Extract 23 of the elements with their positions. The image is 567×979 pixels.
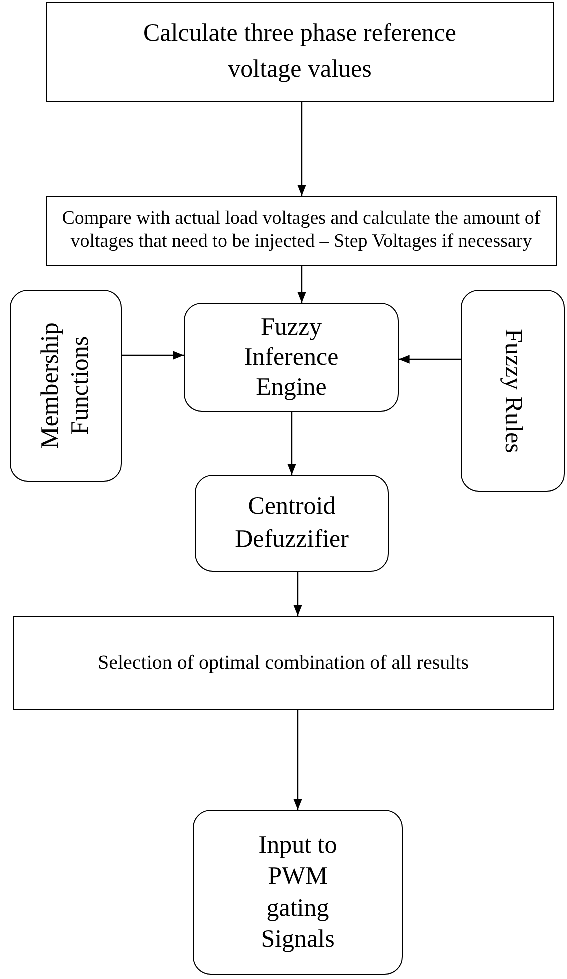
rounded-box: [10, 290, 122, 482]
process-box: [13, 616, 554, 710]
rounded-box: [195, 475, 389, 572]
box-label: Fuzzy Rules: [499, 328, 528, 454]
process-box: [46, 196, 557, 266]
arrow: [122, 351, 184, 360]
arrow: [298, 102, 306, 196]
box-label: Calculate three phase reference voltage values: [142, 18, 458, 85]
box-label: Compare with actual load voltages and calculate the amount of voltages that need to be injected – Step Voltages if necessary: [61, 208, 542, 254]
arrow: [399, 355, 461, 364]
rounded-box: [193, 810, 403, 975]
box-label: Selection of optimal combination of all results: [98, 651, 470, 675]
arrow: [288, 412, 296, 475]
rounded-box: [461, 290, 565, 492]
arrow: [298, 266, 306, 303]
box-label: Centroid Defuzzifier: [234, 492, 350, 554]
arrow: [294, 710, 302, 810]
rounded-box: [184, 303, 399, 412]
box-label: Membership Functions: [36, 322, 95, 452]
box-label: Fuzzy Inference Engine: [243, 312, 340, 402]
arrow: [294, 572, 302, 616]
process-box: [46, 2, 554, 102]
box-label: Input to PWM gating Signals: [258, 831, 338, 955]
